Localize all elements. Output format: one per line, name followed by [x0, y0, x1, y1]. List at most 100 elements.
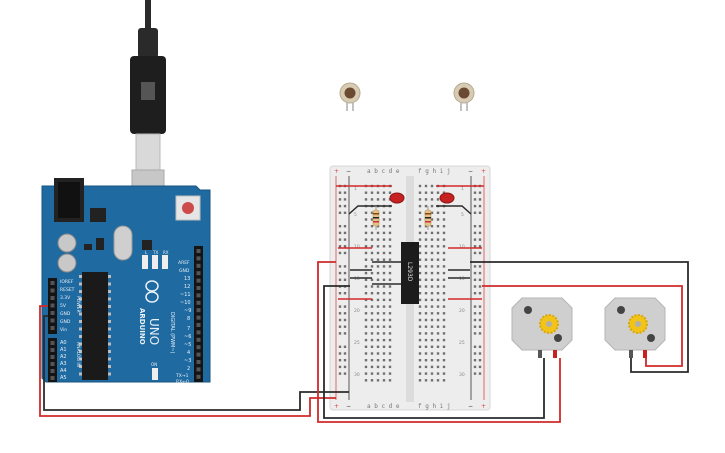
rail-hole [343, 312, 347, 315]
power-pin [50, 288, 55, 293]
l293d-chip[interactable]: L293D [401, 242, 419, 304]
breadboard-hole [442, 332, 446, 335]
breadboard-hole [382, 231, 386, 235]
breadboard-hole [424, 271, 428, 275]
breadboard-hole [430, 238, 434, 241]
breadboard-hole [442, 338, 446, 342]
breadboard-hole [388, 325, 392, 328]
breadboard-hole [388, 305, 392, 308]
atmega-pin [108, 282, 111, 286]
breadboard-hole [388, 211, 392, 214]
photoresistor-1[interactable] [339, 82, 361, 111]
wire-motor2-black[interactable] [470, 261, 689, 373]
breadboard-hole [382, 271, 386, 275]
led-tx [152, 255, 158, 269]
digital-header[interactable] [194, 246, 203, 382]
dc-motor-1[interactable] [511, 297, 573, 358]
breadboard-hole [424, 191, 428, 194]
led-l [142, 255, 148, 269]
bb-col-labels-left-bottom: a b c d e [367, 403, 400, 410]
breadboard-hole [430, 365, 434, 369]
rail-hole [473, 365, 477, 369]
bb-row-5-left: 5 [354, 212, 357, 218]
breadboard-hole [436, 251, 440, 255]
breadboard-hole [376, 225, 380, 228]
breadboard-hole [370, 225, 374, 228]
breadboard-hole [418, 184, 422, 188]
breadboard-hole [418, 225, 422, 228]
breadboard-hole [424, 245, 428, 248]
led-1[interactable] [389, 192, 405, 204]
rail-hole [478, 211, 482, 214]
label-gnd-top: GND [179, 268, 190, 274]
breadboard-hole [430, 271, 434, 275]
rail-hole [338, 204, 342, 208]
breadboard-hole [430, 258, 434, 261]
breadboard-hole [430, 198, 434, 201]
motor-2-screw-2 [647, 334, 655, 342]
atmega-pin [108, 350, 111, 353]
rail-hole [473, 312, 477, 315]
atmega-pin [79, 342, 82, 346]
resistor-1[interactable] [372, 206, 380, 230]
label-d6: ~6 [184, 334, 191, 340]
atmega-pin [79, 312, 82, 316]
arduino-uno-board[interactable]: IOREF RESET 3.3V 5V GND GND Vin POWER A0… [41, 178, 211, 385]
breadboard-hole [418, 345, 422, 348]
breadboard-hole [418, 359, 422, 362]
rail-hole [343, 204, 347, 208]
resistor-2[interactable] [424, 206, 432, 230]
breadboard-hole [364, 218, 368, 221]
photoresistor-2[interactable] [453, 82, 475, 111]
breadboard-hole [364, 225, 368, 228]
usb-cable[interactable] [130, 0, 166, 211]
smd-part-1 [84, 244, 92, 250]
bb-row-10-right: 10 [459, 244, 465, 250]
led-2[interactable] [439, 192, 455, 204]
atmega-pin [108, 365, 111, 368]
breadboard-hole [436, 298, 440, 302]
breadboard-hole [382, 365, 386, 369]
breadboard-hole [436, 245, 440, 248]
rail-hole [478, 251, 482, 255]
motor-1-shaft [546, 321, 552, 327]
breadboard-hole [430, 285, 434, 288]
rail-hole [338, 312, 342, 315]
breadboard-hole [370, 325, 374, 328]
wire-5v-red[interactable] [39, 305, 336, 417]
breadboard-hole [382, 218, 386, 221]
breadboard-hole [418, 305, 422, 308]
bb-row-1-left: 1 [354, 186, 357, 192]
breadboard-hole [388, 292, 392, 295]
breadboard-hole [424, 372, 428, 375]
dc-motor-2[interactable] [604, 297, 666, 358]
breadboard-hole [370, 359, 374, 362]
breadboard-hole [388, 271, 392, 275]
breadboard-hole [382, 245, 386, 248]
breadboard-hole [364, 345, 368, 348]
breadboard-hole [430, 338, 434, 342]
breadboard-hole [376, 325, 380, 328]
label-led-l: L [145, 250, 148, 255]
wire-motor1-red[interactable] [317, 261, 561, 423]
wire-motor2-red[interactable] [482, 285, 683, 367]
breadboard-hole [388, 218, 392, 221]
reset-button-cap[interactable] [182, 202, 194, 214]
jumper-black-top-right[interactable] [436, 205, 472, 215]
rail-hole [478, 325, 482, 328]
breadboard-hole [430, 225, 434, 228]
rail-hole [478, 231, 482, 235]
jumper-black-top-left[interactable] [348, 205, 392, 215]
analog-header[interactable] [48, 338, 57, 382]
digital-pin [196, 345, 201, 350]
breadboard-hole [382, 332, 386, 335]
breadboard-hole [388, 238, 392, 241]
wire-gnd-black[interactable] [43, 315, 349, 411]
breadboard-hole [364, 372, 368, 375]
rail-hole [338, 271, 342, 275]
digital-header-pins [196, 249, 201, 379]
label-a2: A2 [60, 354, 67, 360]
wire-motor1-black[interactable] [323, 285, 545, 419]
breadboard-hole [436, 191, 440, 194]
breadboard-hole [364, 238, 368, 241]
